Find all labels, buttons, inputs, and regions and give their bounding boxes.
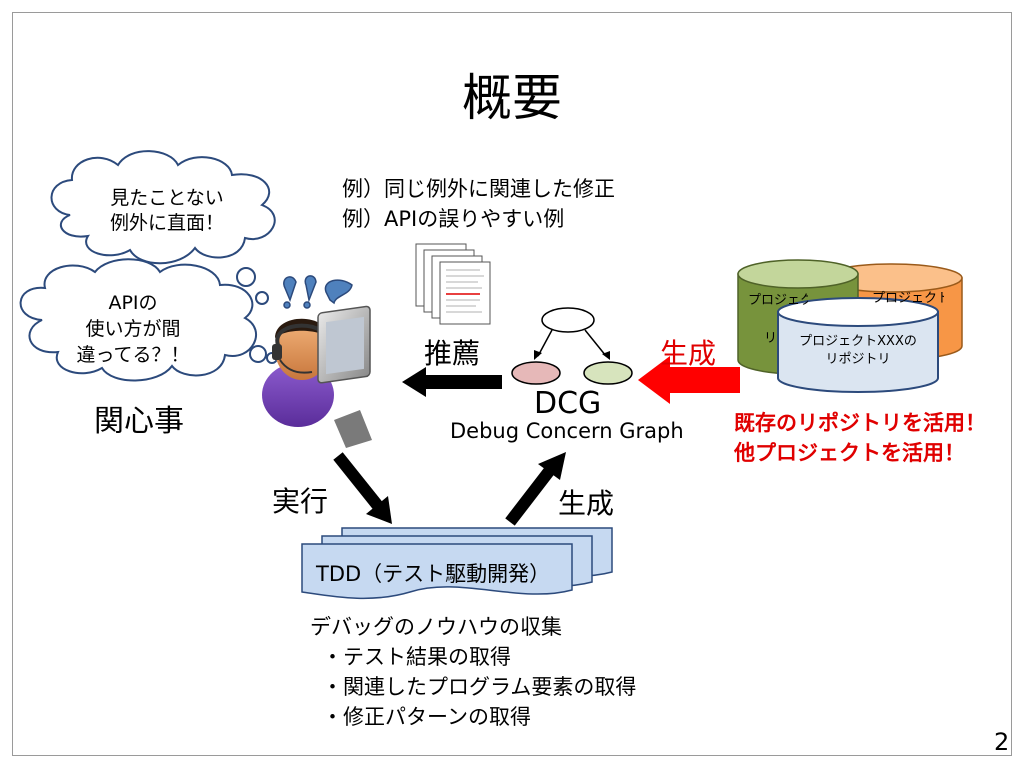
repo-back-right-label: プロジェクト bbox=[872, 291, 944, 306]
thought-cloud-1 bbox=[50, 150, 276, 265]
reuse-note-line-2: 他プロジェクトを活用！ bbox=[734, 441, 965, 465]
reuse-note-line-1: 既存のリポジトリを活用！ bbox=[734, 411, 986, 435]
execute-arrow bbox=[333, 452, 392, 524]
generate-arrow-red bbox=[638, 356, 740, 404]
slide-frame bbox=[12, 12, 1012, 756]
collection-item: ・関連したプログラム要素の取得 bbox=[322, 675, 637, 699]
repo-back-left-partial-label: リ bbox=[764, 331, 778, 346]
recommend-label: 推薦 bbox=[424, 337, 481, 370]
page-number: 2 bbox=[994, 728, 1010, 756]
dcg-node-top bbox=[541, 307, 595, 333]
concern-cloud-1-text: 見たことない 例外に直面！ bbox=[92, 186, 242, 236]
dcg-node-pink bbox=[511, 361, 561, 385]
cloud-1-line-1: 見たことない bbox=[110, 187, 224, 209]
concern-label: 関心事 bbox=[94, 404, 184, 439]
collection-item: ・修正パターンの取得 bbox=[322, 705, 531, 729]
recommend-arrow bbox=[402, 367, 502, 397]
tdd-label: TDD（テスト駆動開発） bbox=[316, 562, 551, 586]
cloud-2-line-3: 違ってる？！ bbox=[76, 344, 190, 366]
collection-heading: デバッグのノウハウの収集 bbox=[310, 615, 562, 639]
example-line-2: 例）APIの誤りやすい例 bbox=[342, 207, 565, 231]
dcg-graph bbox=[511, 307, 633, 385]
thought-cloud-2 bbox=[19, 258, 257, 382]
generate-label-right: 生成 bbox=[660, 337, 717, 370]
execute-label: 実行 bbox=[272, 485, 329, 518]
concern-cloud-2-text: APIの 使い方が間 違ってる？！ bbox=[58, 290, 208, 368]
cloud-2-line-1: APIの bbox=[108, 292, 158, 314]
person-at-computer-icon bbox=[262, 305, 372, 448]
dcg-full-name: Debug Concern Graph bbox=[450, 419, 684, 443]
repo-front-line-1: プロジェクトXXXの bbox=[799, 334, 917, 349]
cloud-1-line-2: 例外に直面！ bbox=[109, 212, 224, 234]
example-line-1: 例）同じ例外に関連した修正 bbox=[342, 177, 615, 201]
collection-item: ・テスト結果の取得 bbox=[322, 645, 511, 669]
repo-cylinder-front bbox=[777, 297, 939, 393]
slide-title: 概要 bbox=[462, 69, 562, 127]
repository-cylinders bbox=[737, 259, 963, 393]
repo-front-label: プロジェクトXXXの リポジトリ bbox=[782, 333, 934, 369]
document-stack-icon bbox=[415, 243, 491, 325]
cloud-2-line-2: 使い方が間 bbox=[85, 318, 181, 340]
tdd-documents bbox=[301, 527, 613, 600]
dcg-acronym: DCG bbox=[534, 386, 602, 421]
collection-list: デバッグのノウハウの収集 ・テスト結果の取得 ・関連したプログラム要素の取得 ・… bbox=[310, 612, 636, 732]
examples-text: 例）同じ例外に関連した修正 例）APIの誤りやすい例 bbox=[342, 174, 615, 234]
generate-label-bottom: 生成 bbox=[558, 487, 615, 520]
reuse-note: 既存のリポジトリを活用！ 他プロジェクトを活用！ bbox=[734, 408, 986, 468]
dcg-node-green bbox=[583, 361, 633, 385]
repo-front-line-2: リポジトリ bbox=[825, 352, 891, 367]
exclamation-icons bbox=[283, 275, 353, 309]
repo-back-left-label: プロジェクト bbox=[748, 293, 808, 308]
generate-arrow-black bbox=[505, 452, 566, 526]
